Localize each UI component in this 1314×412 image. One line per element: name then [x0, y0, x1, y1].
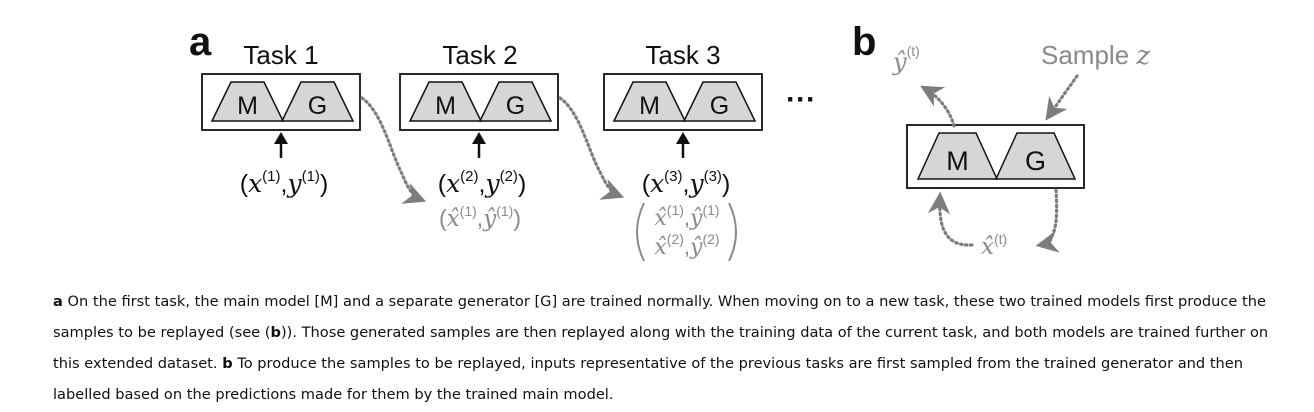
generator-to-xhat-arrow [1035, 188, 1060, 253]
task-1-title: Task 1 [243, 40, 318, 70]
task-3-title: Task 3 [645, 40, 720, 70]
panel-b-box [906, 124, 1085, 189]
task-2-model-shape [408, 81, 483, 122]
task-3-replay-right-paren [728, 202, 737, 262]
sample-to-generator-arrow [1045, 74, 1079, 121]
task-2-generator-shape [478, 81, 553, 122]
task-2-title: Task 2 [442, 40, 517, 70]
task-3-model-label: M [639, 92, 660, 120]
figure-caption: a On the first task, the main model [M] … [53, 286, 1298, 410]
task-1-input-data: (x(1),y(1)) [240, 168, 329, 198]
task-3-replay-row-1: x̂(1),ŷ(1) [654, 202, 719, 231]
caption-text-a-end: )). Those generated samples are then rep… [53, 324, 1269, 372]
replay-arrow-task1-to-task2 [360, 96, 427, 204]
panel-a-label: a [189, 20, 212, 64]
task-1-box [201, 73, 361, 131]
task-3: Task 3 M G (x(3),y(3)) x̂(1),ŷ(1) x̂(2),… [603, 40, 763, 262]
replay-arrow-task2-to-task3 [558, 96, 625, 200]
task-3-input-arrowhead [676, 132, 690, 144]
task-1-model-label: M [237, 92, 258, 120]
task-3-generator-label: G [710, 92, 729, 120]
panel-b-generator-label: G [1025, 146, 1046, 176]
panel-b-sample-label: Sample z [1041, 40, 1150, 71]
panel-b-output-x: x̂(t) [981, 231, 1007, 260]
panel-b-output-y: ŷ(t) [892, 43, 920, 76]
task-3-replay-row-2: x̂(2),ŷ(2) [654, 231, 719, 260]
task-2-box [399, 73, 559, 131]
panel-b-model-label: M [946, 146, 969, 176]
task-3-replay-left-paren [636, 202, 645, 262]
panel-b-generator-shape [994, 132, 1077, 180]
task-1-generator-shape [280, 81, 355, 122]
xhat-to-model-arrow [927, 191, 974, 247]
task-3-box [603, 73, 763, 131]
task-3-input-data: (x(3),y(3)) [642, 168, 731, 198]
task-1: Task 1 M G (x(1),y(1)) [201, 40, 361, 198]
replay-diagram: a Task 1 M G (x(1),y(1)) Task 2 M G (x(2… [189, 20, 1150, 262]
task-1-input-arrowhead [274, 132, 288, 144]
caption-text-a: On the first task, the main model [M] an… [53, 293, 1266, 341]
task-2: Task 2 M G (x(2),y(2)) (x̂(1),ŷ(1)) [399, 40, 559, 232]
task-3-generator-shape [682, 81, 757, 122]
caption-text-b: To produce the samples to be replayed, i… [53, 355, 1244, 403]
task-2-input-arrowhead [472, 132, 486, 144]
continuation-ellipsis: ··· [786, 83, 816, 116]
caption-ref-b: b [270, 324, 281, 341]
model-to-output-arrow [920, 85, 956, 128]
panel-b-label: b [852, 20, 876, 64]
task-2-input-data: (x(2),y(2)) [438, 168, 527, 198]
task-2-generator-label: G [506, 92, 525, 120]
caption-label-b: b [222, 355, 233, 372]
task-2-replay-data: (x̂(1),ŷ(1)) [439, 203, 521, 232]
task-1-generator-label: G [308, 92, 327, 120]
task-2-model-label: M [435, 92, 456, 120]
task-1-model-shape [210, 81, 285, 122]
task-3-model-shape [612, 81, 687, 122]
caption-label-a: a [53, 293, 63, 310]
panel-b-model-shape [916, 132, 999, 180]
